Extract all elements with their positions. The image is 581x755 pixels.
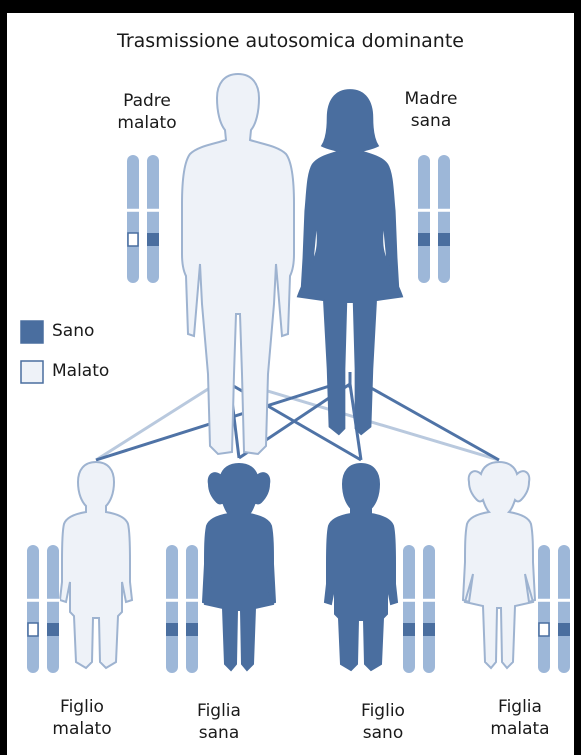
label-child-3: Figlio sano	[333, 700, 433, 744]
chromosome	[538, 545, 550, 673]
chromosome	[147, 155, 159, 283]
gene-band	[438, 233, 450, 246]
gene-band	[403, 623, 415, 636]
boy-icon	[325, 464, 397, 670]
chromosomes-child-1	[26, 545, 60, 673]
label-child-3-line2: sano	[333, 722, 433, 744]
label-child-2-line1: Figlia	[169, 700, 269, 722]
chromosomes-father	[126, 155, 160, 283]
centromere	[46, 599, 60, 602]
legend	[21, 321, 43, 383]
boy-icon	[60, 462, 132, 668]
label-child-4: Figlia malata	[470, 696, 570, 740]
gene-band	[166, 623, 178, 636]
chromosome	[47, 545, 59, 673]
gene-band	[558, 623, 570, 636]
gene-band	[47, 623, 59, 636]
chromosome	[403, 545, 415, 673]
inheritance-lines	[96, 372, 499, 460]
girl-icon	[203, 464, 275, 670]
legend-label-healthy: Sano	[52, 320, 94, 342]
gene-band	[423, 623, 435, 636]
chromosome	[418, 155, 430, 283]
label-child-1-line1: Figlio	[32, 696, 132, 718]
label-child-2: Figlia sana	[169, 700, 269, 744]
gene-band	[539, 623, 549, 636]
label-father: Padre malato	[92, 90, 202, 134]
chromosome	[27, 545, 39, 673]
centromere	[165, 599, 179, 602]
chromosomes-child-3	[402, 545, 436, 673]
gene-band	[186, 623, 198, 636]
centromere	[402, 599, 416, 602]
mother-line-4	[364, 384, 499, 460]
label-mother-line1: Madre	[376, 88, 486, 110]
gene-band	[147, 233, 159, 246]
label-child-4-line2: malata	[470, 718, 570, 740]
girl-icon	[463, 462, 535, 668]
label-mother: Madre sana	[376, 88, 486, 132]
chromosome	[186, 545, 198, 673]
centromere	[557, 599, 571, 602]
label-father-line2: malato	[92, 112, 202, 134]
chromosome	[438, 155, 450, 283]
centromere	[437, 209, 451, 212]
chromosome	[558, 545, 570, 673]
centromere	[417, 209, 431, 212]
centromere	[146, 209, 160, 212]
centromere	[126, 209, 140, 212]
label-mother-line2: sana	[376, 110, 486, 132]
label-child-1: Figlio malato	[32, 696, 132, 740]
centromere	[422, 599, 436, 602]
chromosomes-mother	[417, 155, 451, 283]
label-child-3-line1: Figlio	[333, 700, 433, 722]
chromosomes-child-2	[165, 545, 199, 673]
label-child-2-line2: sana	[169, 722, 269, 744]
gene-band	[128, 233, 138, 246]
chromosome	[127, 155, 139, 283]
centromere	[26, 599, 40, 602]
gene-band	[28, 623, 38, 636]
light-square-icon	[21, 361, 43, 383]
chromosomes-child-4	[537, 545, 571, 673]
dark-square-icon	[21, 321, 43, 343]
centromere	[185, 599, 199, 602]
centromere	[537, 599, 551, 602]
chromosome	[166, 545, 178, 673]
father-line-1	[96, 384, 216, 460]
gene-band	[418, 233, 430, 246]
chromosome	[423, 545, 435, 673]
label-child-4-line1: Figlia	[470, 696, 570, 718]
diagram-title: Trasmissione autosomica dominante	[0, 29, 581, 53]
legend-label-affected: Malato	[52, 360, 109, 382]
label-father-line1: Padre	[92, 90, 202, 112]
label-child-1-line2: malato	[32, 718, 132, 740]
